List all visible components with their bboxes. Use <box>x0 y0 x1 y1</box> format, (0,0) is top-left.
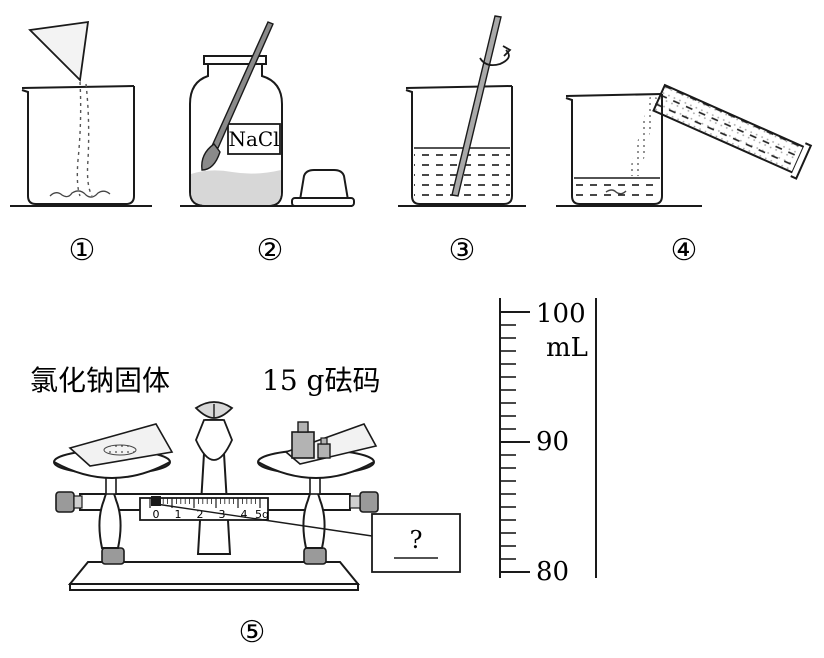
right-adjust-stem <box>349 495 361 509</box>
falling-solid <box>76 81 82 197</box>
beam-numbers: 0 1 2 3 4 5g <box>153 508 269 521</box>
label-90: 90 <box>536 427 569 457</box>
step1-beaker-rim <box>21 85 135 89</box>
step2-group: NaCl ② <box>180 21 355 268</box>
beam-number-4: 4 <box>241 508 248 521</box>
right-foot <box>303 547 327 565</box>
step1-numeral: ① <box>69 233 96 268</box>
beam-number-2: 2 <box>197 508 204 521</box>
step4-numeral: ④ <box>671 233 698 268</box>
step3-numeral: ③ <box>449 233 476 268</box>
step5-group: 氯化钠固体 15 g砝码 <box>30 364 461 650</box>
weight-large <box>291 431 315 459</box>
jar-solid <box>191 170 281 205</box>
balance-base-edge <box>69 583 359 591</box>
weighing-paper <box>28 20 90 82</box>
right-adjust-knob <box>359 491 379 513</box>
tilted-cylinder-base <box>790 142 813 180</box>
step2-numeral: ② <box>257 233 284 268</box>
step3-group: ③ <box>398 15 526 268</box>
left-adjust-knob <box>55 491 75 513</box>
pour-stream <box>628 96 658 176</box>
solid-pile <box>49 190 111 198</box>
left-foot <box>101 547 125 565</box>
cylinder-scale: 100 mL 90 80 <box>499 298 597 587</box>
beam-number-3: 3 <box>219 508 226 521</box>
beam-rider <box>151 496 161 506</box>
tilted-cylinder <box>652 83 813 180</box>
right-pan-label: 15 g砝码 <box>262 364 380 397</box>
step4-beaker <box>565 94 663 205</box>
jar-neck <box>203 55 267 65</box>
step1-beaker <box>21 86 135 205</box>
weight-large-knob <box>297 421 309 433</box>
label-100: 100 <box>536 299 586 329</box>
nacl-solid-on-pan <box>103 444 137 456</box>
answer-box <box>371 513 461 573</box>
tilted-cylinder-liquid <box>653 85 804 173</box>
weight-small <box>317 443 331 459</box>
left-adjust-stem <box>73 495 83 509</box>
step4-solid <box>605 189 627 195</box>
left-pan-bowl <box>53 461 171 479</box>
jar-label-box <box>227 123 281 155</box>
right-pan-bowl <box>257 461 375 479</box>
falling-solid-2 <box>85 83 93 197</box>
beam-number-5: 5g <box>255 508 269 521</box>
step5-numeral: ⑤ <box>239 615 266 650</box>
stir-arrowhead-icon <box>502 45 512 57</box>
jar-label: NaCl <box>228 127 279 151</box>
spatula-scoop <box>201 143 221 171</box>
balance-base <box>67 561 361 585</box>
answer-box-text: ? <box>410 526 423 554</box>
stopper-lip <box>291 197 355 207</box>
label-80: 80 <box>536 557 569 587</box>
unit-label: mL <box>546 333 588 363</box>
step1-group: ① <box>10 20 152 268</box>
step4-beaker-rim <box>565 93 663 97</box>
step3-beaker <box>405 86 513 205</box>
glass-rod <box>451 15 502 197</box>
stir-arrow-icon <box>479 49 510 67</box>
weight-small-knob <box>320 437 328 445</box>
jar-stopper <box>298 169 350 201</box>
left-pan-label: 氯化钠固体 <box>30 364 170 397</box>
step4-solution <box>574 178 660 202</box>
beam-number-0: 0 <box>153 508 160 521</box>
spatula-handle <box>211 21 274 149</box>
beam-number-1: 1 <box>175 508 182 521</box>
beam-ticks <box>149 498 261 508</box>
leader-line <box>155 503 373 537</box>
column-cap <box>195 419 233 461</box>
ml-ticks <box>500 311 530 573</box>
step3-beaker-rim <box>405 85 513 89</box>
step4-group: ④ <box>556 83 813 268</box>
